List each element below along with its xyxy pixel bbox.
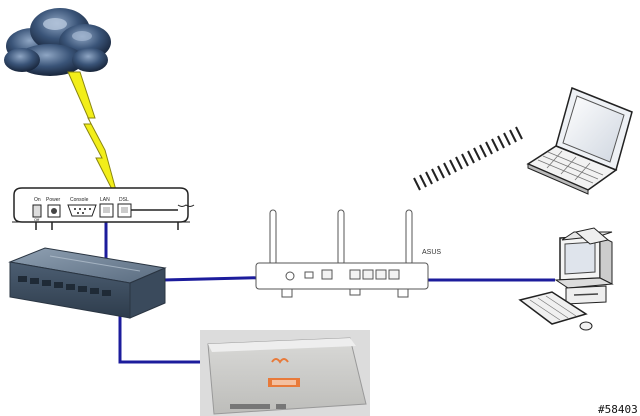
- modem-label-dsl: DSL: [119, 197, 129, 203]
- laptop-icon: [526, 86, 633, 195]
- modem-label-on: On: [34, 197, 41, 203]
- router-ports: [285, 269, 400, 281]
- switch-ports: [18, 276, 111, 296]
- nas-device: [200, 330, 370, 416]
- modem-label-off: Off: [34, 217, 40, 222]
- modem-label-power: Power: [46, 197, 61, 203]
- desktop-computer-icon: [518, 227, 614, 331]
- cable-switch-to-nas: [118, 300, 210, 364]
- storm-cloud-icon: [4, 8, 111, 76]
- modem-label-lan: LAN: [100, 197, 110, 203]
- network-switch: [8, 247, 167, 319]
- dsl-modem: On Off Power Console LAN DSL: [12, 187, 195, 230]
- lightning-bolt-icon: [67, 71, 121, 206]
- watermark: #58403: [596, 402, 640, 416]
- watermark-text: #58403: [598, 403, 638, 416]
- wifi-signal-icon: [413, 126, 523, 191]
- modem-label-console: Console: [70, 197, 89, 203]
- wireless-router: ASUS: [255, 209, 441, 298]
- router-brand-label: ASUS: [422, 249, 441, 256]
